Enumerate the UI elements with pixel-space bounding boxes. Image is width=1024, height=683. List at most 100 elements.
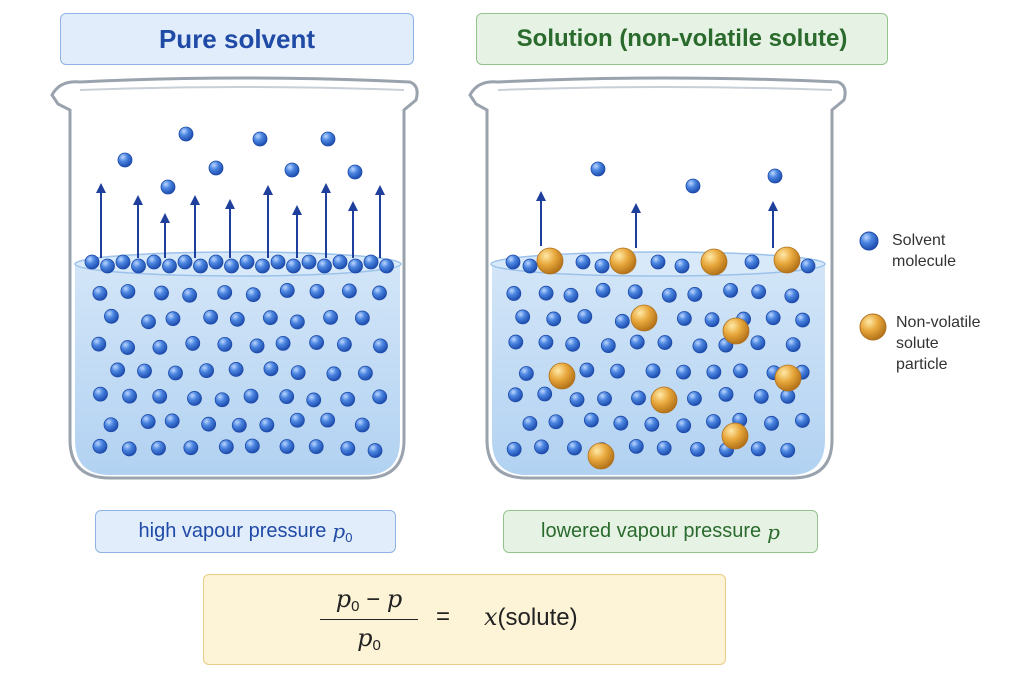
- solvent-molecule: [676, 311, 692, 326]
- solvent-molecule: [341, 283, 357, 299]
- beaker-glass-left: [50, 76, 419, 480]
- solvent-molecule: [110, 362, 126, 378]
- solvent-molecules-right: [505, 161, 816, 458]
- solvent-molecule: [100, 258, 115, 274]
- solvent-molecule: [279, 439, 295, 454]
- solvent-molecule: [178, 126, 194, 142]
- solvent-molecule: [785, 337, 801, 353]
- solvent-molecule: [522, 258, 538, 274]
- solvent-molecule: [687, 287, 703, 302]
- solvent-molecule: [244, 438, 260, 454]
- solvent-molecule: [764, 415, 779, 431]
- solvent-molecule: [347, 164, 363, 180]
- title-pure-solvent: Pure solvent: [60, 13, 414, 65]
- solvent-molecule: [522, 416, 538, 431]
- solvent-molecule: [358, 365, 373, 381]
- solvent-molecule: [674, 258, 690, 274]
- solvent-molecule: [286, 258, 301, 274]
- solvent-molecule: [84, 254, 100, 270]
- solute-particle: [773, 246, 801, 274]
- legend-solute-line3: particle: [896, 356, 948, 373]
- solvent-molecule: [160, 179, 176, 195]
- solvent-molecule: [610, 363, 625, 379]
- solvent-molecule: [121, 441, 137, 457]
- solvent-molecule: [252, 131, 268, 147]
- solvent-molecule: [290, 365, 306, 380]
- formula-numerator: p0 − p: [335, 585, 403, 615]
- solvent-molecule: [565, 336, 581, 352]
- legend-solute-line1: Non-volatile: [896, 314, 981, 331]
- solvent-molecule: [780, 442, 796, 458]
- solvent-molecule: [372, 389, 388, 405]
- solvent-molecule: [214, 392, 230, 408]
- caption-lowered-vapour-pressure: lowered vapour pressure p: [503, 510, 818, 553]
- solvent-molecule: [279, 389, 295, 405]
- title-pure-solvent-text: Pure solvent: [158, 23, 316, 54]
- solvent-molecule: [372, 285, 387, 301]
- solvent-molecule: [600, 338, 616, 354]
- solvent-molecule: [354, 310, 370, 326]
- solute-particles-right: [536, 246, 802, 470]
- solvent-molecule: [120, 340, 136, 355]
- solvent-molecule: [575, 254, 591, 270]
- solvent-molecule: [706, 414, 721, 429]
- solvent-molecule: [590, 161, 606, 177]
- solute-particle: [721, 422, 749, 450]
- solvent-molecule: [795, 312, 811, 328]
- caption-left-text: high vapour pressure: [138, 520, 327, 542]
- solvent-molecule: [795, 413, 810, 428]
- solute-particle: [609, 247, 637, 275]
- solvent-molecule: [765, 310, 781, 326]
- legend-solvent-line1: Solvent: [892, 232, 946, 249]
- fraction-bar: [320, 619, 418, 620]
- solvent-molecule: [784, 288, 800, 304]
- solvent-molecule: [569, 392, 585, 408]
- solvent-molecule: [687, 391, 702, 406]
- solvent-molecule: [103, 417, 119, 433]
- title-solution: Solution (non-volatile solute): [476, 13, 888, 65]
- solvent-molecule: [228, 362, 244, 377]
- solvent-molecule: [644, 416, 660, 432]
- solvent-molecule: [217, 337, 233, 352]
- solvent-molecule: [508, 387, 523, 403]
- solvent-molecule: [676, 418, 692, 434]
- solvent-molecule: [676, 364, 691, 380]
- solvent-molecule: [93, 386, 108, 402]
- solvent-molecule: [239, 254, 255, 270]
- solvent-molecule: [249, 338, 265, 354]
- solvent-molecule: [289, 314, 305, 330]
- solvent-molecule: [373, 338, 388, 354]
- solvent-molecule: [137, 363, 152, 379]
- solvent-molecule: [262, 310, 278, 326]
- solvent-molecule: [767, 168, 783, 184]
- solvent-molecule: [245, 287, 261, 303]
- solvent-molecule: [706, 364, 722, 380]
- solvent-molecule: [263, 361, 279, 377]
- solvent-molecule: [317, 258, 332, 274]
- solute-particle: [722, 317, 750, 345]
- solvent-molecule: [151, 440, 166, 456]
- solvent-molecule: [229, 311, 245, 327]
- solvent-molecule: [518, 366, 534, 381]
- solvent-molecule: [685, 178, 701, 194]
- caption-right-symbol: p: [767, 519, 780, 544]
- solvent-molecule: [208, 160, 224, 176]
- solvent-molecule: [704, 312, 720, 328]
- solvent-molecule: [340, 391, 356, 407]
- solute-particle: [774, 364, 802, 392]
- solvent-molecule: [255, 258, 270, 274]
- solvent-molecule: [627, 284, 643, 300]
- solvent-molecule: [650, 254, 666, 270]
- solvent-molecule: [218, 439, 234, 455]
- caption-right-text: lowered vapour pressure: [541, 520, 762, 542]
- solvent-molecule: [750, 335, 766, 351]
- solute-particle: [536, 247, 564, 275]
- solvent-molecule: [185, 336, 201, 351]
- solvent-molecule: [538, 285, 554, 301]
- solvent-molecule: [534, 439, 549, 455]
- solvent-molecule: [631, 390, 646, 406]
- solvent-molecule: [152, 388, 168, 404]
- caption-left-symbol: p0: [332, 518, 353, 545]
- solvent-molecule: [780, 388, 796, 404]
